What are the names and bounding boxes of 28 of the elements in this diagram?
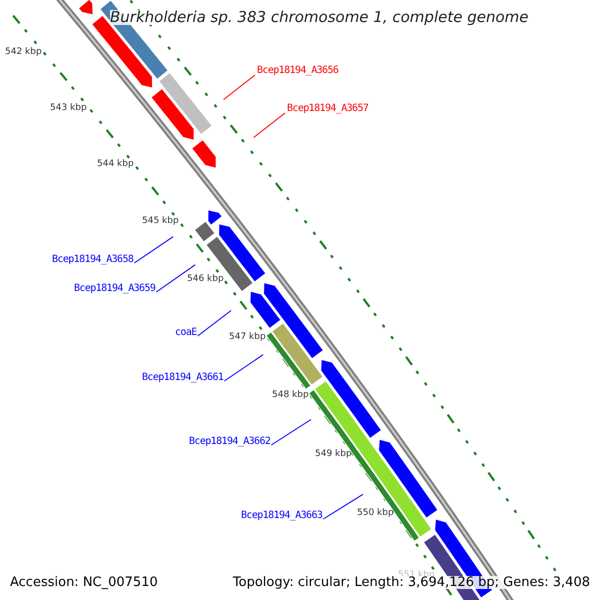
tick-label: 544 kbp xyxy=(97,160,134,169)
leader-line xyxy=(322,494,364,520)
tick-label: 550 kbp xyxy=(357,509,394,518)
leader-line xyxy=(253,112,286,138)
tick-label: 546 kbp xyxy=(187,275,224,284)
accession-text: Accession: NC_007510 xyxy=(10,576,158,589)
gene-label: Bcep18194_A3659 xyxy=(74,284,156,294)
leader-line xyxy=(224,354,264,382)
gene-label: Bcep18194_A3663 xyxy=(241,511,322,521)
leader-line xyxy=(134,236,174,264)
tick-label: 549 kbp xyxy=(315,450,352,459)
tick-label: 547 kbp xyxy=(229,333,266,342)
tick-label: 542 kbp xyxy=(5,48,42,57)
tick-label: 545 kbp xyxy=(142,217,179,226)
leader-line xyxy=(197,310,232,336)
title: Burkholderia sp. 383 chromosome 1, complete genome xyxy=(110,10,528,25)
tick-label: 548 kbp xyxy=(272,391,309,400)
tick-label: 543 kbp xyxy=(50,104,87,113)
gene-label: coaE xyxy=(175,328,197,338)
leader-line xyxy=(156,264,196,292)
genome-info-text: Topology: circular; Length: 3,694,126 bp; Genes: 3,408 xyxy=(232,576,590,589)
gene-label: Bcep18194_A3658 xyxy=(52,255,134,265)
leader-line xyxy=(223,74,256,100)
gene-label: Bcep18194_A3657 xyxy=(287,104,368,114)
gene-label: Bcep18194_A3662 xyxy=(189,437,270,447)
leader-line xyxy=(270,419,312,446)
gene-label: Bcep18194_A3661 xyxy=(142,373,224,383)
gene-label: Bcep18194_A3656 xyxy=(257,66,338,76)
